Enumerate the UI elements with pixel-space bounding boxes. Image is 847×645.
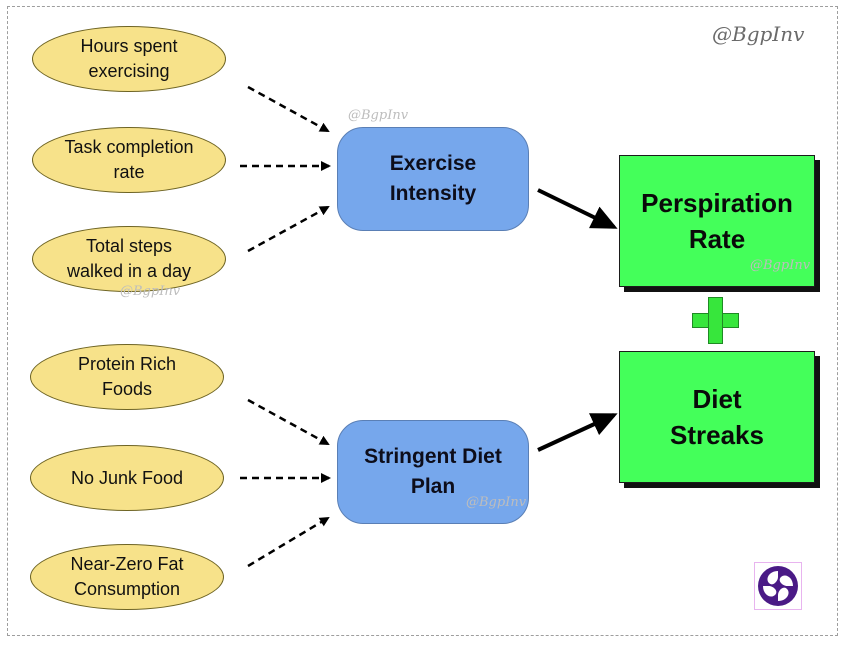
input-label: No Junk Food bbox=[70, 467, 184, 488]
output-diet-streaks: Diet Streaks bbox=[619, 351, 815, 483]
node-exercise-intensity: Exercise Intensity bbox=[337, 127, 529, 231]
input-total-steps: Total steps walked in a day bbox=[32, 226, 226, 292]
input-label: Hours spent exercising bbox=[80, 36, 178, 81]
input-protein-foods: Protein Rich Foods bbox=[30, 344, 224, 410]
node-stringent-diet-plan: Stringent Diet Plan bbox=[337, 420, 529, 524]
input-label: Protein Rich Foods bbox=[77, 354, 177, 399]
diagram-frame bbox=[7, 6, 838, 636]
input-no-junk-food: No Junk Food bbox=[30, 445, 224, 511]
watermark: @BgpInv bbox=[348, 108, 409, 123]
watermark-main: @BgpInv bbox=[712, 22, 805, 46]
output-perspiration-rate: Perspiration Rate bbox=[619, 155, 815, 287]
arrow-diet-to-streaks bbox=[537, 413, 618, 452]
arrow-protein-to-diet bbox=[247, 398, 330, 446]
input-label: Total steps walked in a day bbox=[66, 236, 192, 281]
input-hours-exercising: Hours spent exercising bbox=[32, 26, 226, 92]
arrow-hours-to-exercise bbox=[247, 85, 330, 133]
input-label: Task completion rate bbox=[64, 137, 194, 182]
input-label: Near-Zero Fat Consumption bbox=[70, 554, 184, 599]
input-near-zero-fat: Near-Zero Fat Consumption bbox=[30, 544, 224, 610]
output-label: Perspiration Rate bbox=[641, 188, 793, 254]
watermark: @BgpInv bbox=[750, 258, 811, 273]
swirl-logo-icon bbox=[754, 562, 802, 610]
node-label: Exercise Intensity bbox=[389, 152, 477, 205]
node-label: Stringent Diet Plan bbox=[364, 445, 502, 498]
watermark: @BgpInv bbox=[466, 495, 527, 510]
plus-icon bbox=[692, 297, 739, 344]
output-label: Diet Streaks bbox=[670, 384, 764, 450]
input-task-completion: Task completion rate bbox=[32, 127, 226, 193]
arrow-exercise-to-perspiration bbox=[537, 188, 618, 229]
watermark: @BgpInv bbox=[120, 284, 181, 299]
arrow-steps-to-exercise bbox=[247, 205, 330, 253]
arrow-fat-to-diet bbox=[247, 516, 330, 568]
